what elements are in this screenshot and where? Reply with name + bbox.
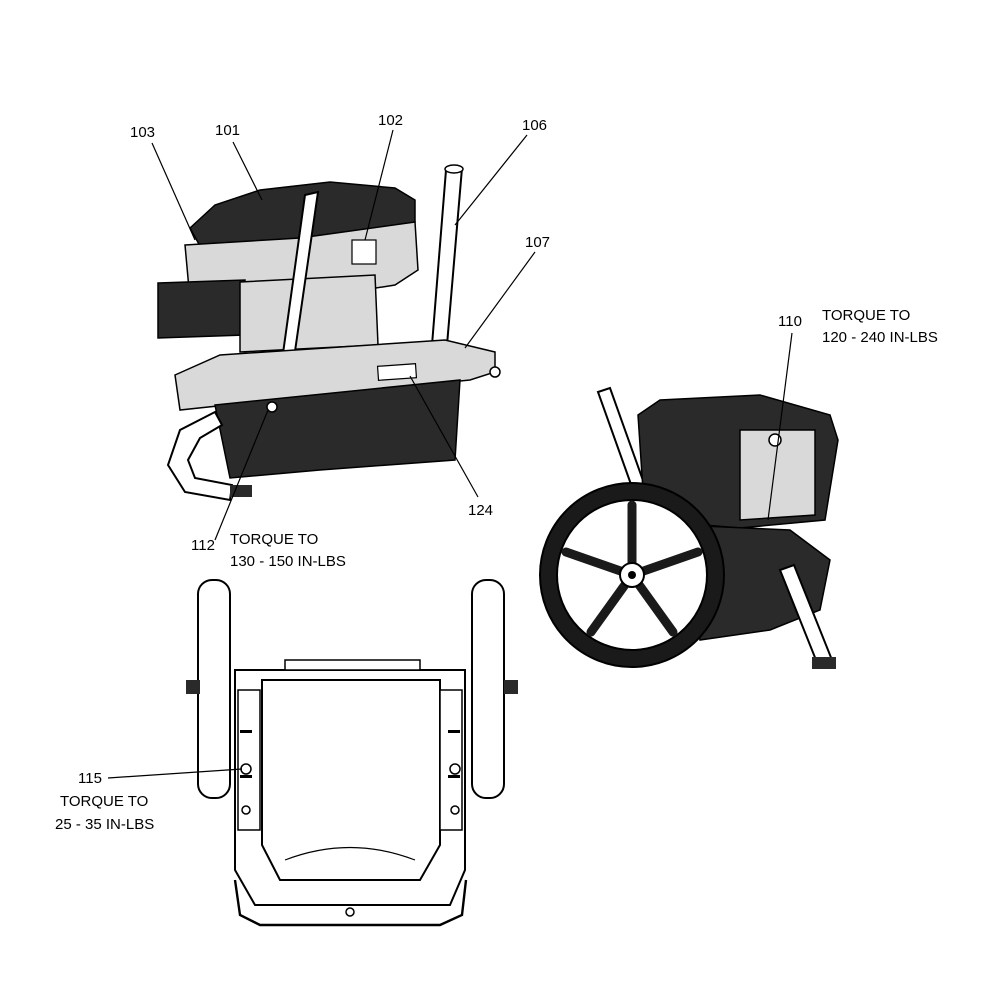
bolt-115-left <box>240 763 252 775</box>
top-panel <box>284 659 421 671</box>
callout-103: 103 <box>130 124 155 141</box>
top-wheel-left <box>197 579 231 799</box>
isometric-view <box>157 164 501 502</box>
callout-101: 101 <box>215 122 240 139</box>
torque-112-line2: 130 - 150 IN-LBS <box>230 553 346 570</box>
callout-112: 112 <box>191 537 215 554</box>
side-view <box>539 386 839 669</box>
bolt-107 <box>489 366 501 378</box>
side-foot <box>812 657 836 669</box>
torque-110-line1: TORQUE TO <box>822 307 910 324</box>
callout-124: 124 <box>468 502 493 519</box>
foot <box>230 485 252 497</box>
torque-112-line1: TORQUE TO <box>230 531 318 548</box>
torque-115-line2: 25 - 35 IN-LBS <box>55 816 154 833</box>
bolt-112 <box>266 401 278 413</box>
top-rail-left <box>237 689 261 831</box>
decal-124 <box>376 363 418 381</box>
engine-block <box>239 274 379 353</box>
decal-102 <box>351 239 377 265</box>
top-wheel-right <box>471 579 505 799</box>
air-filter <box>157 279 246 339</box>
handle-right <box>430 166 464 346</box>
callout-102: 102 <box>378 112 403 129</box>
callout-115: 115 <box>78 770 102 787</box>
callout-107: 107 <box>525 234 550 251</box>
side-engine-panel <box>739 429 816 521</box>
leader-lines <box>107 129 793 779</box>
callout-110: 110 <box>778 313 802 330</box>
torque-110-line2: 120 - 240 IN-LBS <box>822 329 938 346</box>
top-rail-right <box>439 689 463 831</box>
callout-106: 106 <box>522 117 547 134</box>
torque-115-line1: TORQUE TO <box>60 793 148 810</box>
top-view <box>186 579 518 927</box>
handle-right-cap <box>444 164 464 174</box>
top-deck <box>261 679 441 881</box>
bolt-115-right <box>449 763 461 775</box>
top-handle-loop <box>233 879 468 927</box>
frame-tube <box>166 410 234 502</box>
